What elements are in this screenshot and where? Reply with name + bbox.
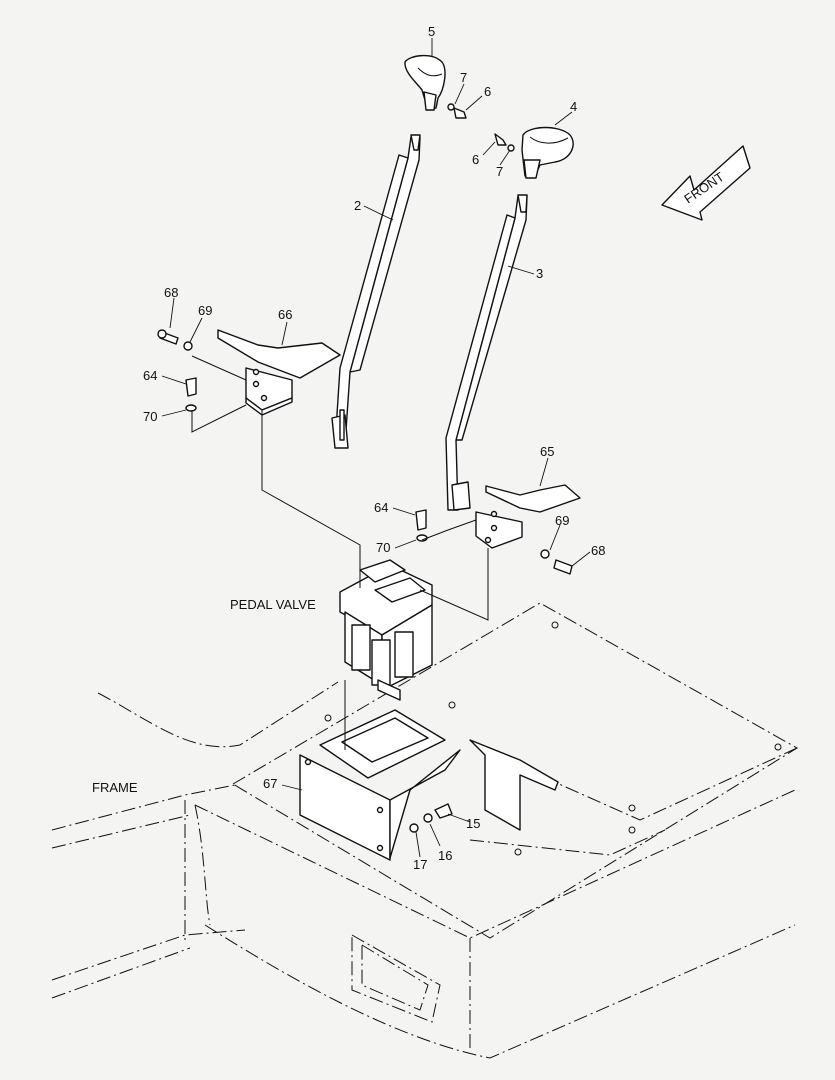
pedal-right xyxy=(475,484,581,549)
callout-68-right: 68 xyxy=(591,543,605,558)
mount-plate xyxy=(299,709,461,861)
callout-3: 3 xyxy=(536,266,543,281)
plate-holes xyxy=(324,621,782,856)
callout-6-right: 6 xyxy=(472,152,479,167)
knob-left xyxy=(404,54,446,111)
connection-lines xyxy=(191,355,489,750)
front-arrow: FRONT xyxy=(661,145,751,221)
callout-64-right: 64 xyxy=(374,500,388,515)
pedal-valve xyxy=(339,559,433,701)
callout-70-left: 70 xyxy=(143,409,157,424)
callouts: 5 7 6 4 6 7 2 3 68 69 66 64 70 65 64 69 … xyxy=(92,24,605,872)
callout-66: 66 xyxy=(278,307,292,322)
callout-15: 15 xyxy=(466,816,480,831)
callout-70-right: 70 xyxy=(376,540,390,555)
lever-left xyxy=(331,134,421,449)
bolt-6-right xyxy=(494,133,515,152)
pedal-left xyxy=(217,329,341,416)
lever-right xyxy=(445,194,528,511)
callout-64-left: 64 xyxy=(143,368,157,383)
knob-right xyxy=(521,126,574,179)
callout-68-left: 68 xyxy=(164,285,178,300)
bolt-64-right xyxy=(415,509,428,542)
bolt-15 xyxy=(409,803,453,833)
callout-2: 2 xyxy=(354,198,361,213)
bolt-68-right xyxy=(540,549,573,575)
callout-6-left: 6 xyxy=(484,84,491,99)
callout-17: 17 xyxy=(413,857,427,872)
callout-65: 65 xyxy=(540,444,554,459)
bracket xyxy=(469,739,559,831)
callout-67: 67 xyxy=(263,776,277,791)
callout-7-right: 7 xyxy=(496,164,503,179)
bolt-68-left xyxy=(157,329,193,351)
callout-5: 5 xyxy=(428,24,435,39)
callout-69-left: 69 xyxy=(198,303,212,318)
bolt-64-left xyxy=(185,377,197,412)
callout-69-right: 69 xyxy=(555,513,569,528)
callout-16: 16 xyxy=(438,848,452,863)
callout-7-left: 7 xyxy=(460,70,467,85)
pedal-valve-label: PEDAL VALVE xyxy=(230,597,316,612)
bolt-6-left xyxy=(447,103,467,119)
frame-label: FRAME xyxy=(92,780,138,795)
leader-lines xyxy=(161,38,591,858)
callout-4: 4 xyxy=(570,99,577,114)
frame-outline xyxy=(51,681,796,1059)
